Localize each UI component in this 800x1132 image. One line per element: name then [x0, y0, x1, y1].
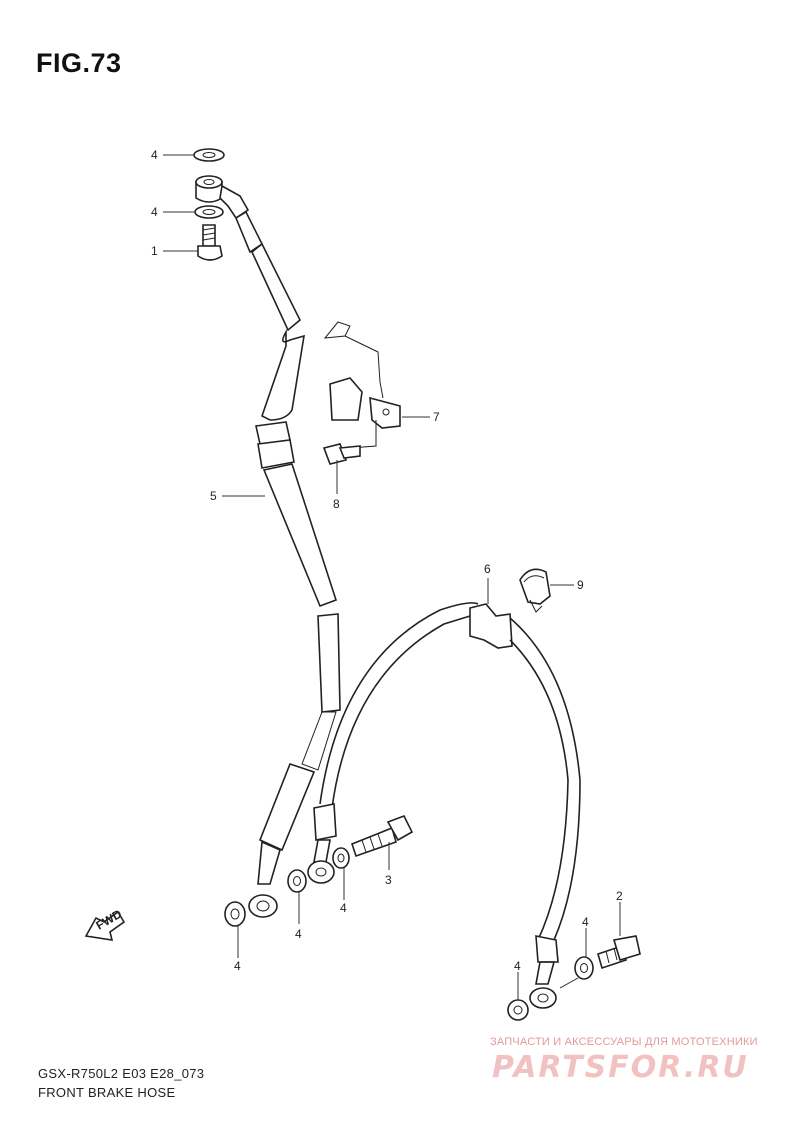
- bolt-8: [322, 443, 361, 465]
- callout-3: 3: [385, 873, 392, 887]
- washer-lower-right: [507, 999, 529, 1021]
- upper-hose: [193, 148, 341, 927]
- fwd-arrow-icon: FWD: [84, 907, 126, 941]
- callout-4: 4: [151, 148, 158, 162]
- callout-4: 4: [582, 915, 589, 929]
- banjo-eye-lower-right: [529, 987, 557, 1009]
- callout-4: 4: [514, 959, 521, 973]
- figure-title: FIG.73: [36, 48, 122, 78]
- hose-bracket: [323, 321, 401, 449]
- banjo-bolt-2: [559, 935, 641, 989]
- callout-4: 4: [340, 901, 347, 915]
- washer-lower-left: [224, 901, 246, 927]
- callout-5: 5: [210, 489, 217, 503]
- model-code: GSX-R750L2 E03 E28_073: [38, 1066, 205, 1081]
- callout-4: 4: [151, 205, 158, 219]
- callout-6: 6: [484, 562, 491, 576]
- callout-8: 8: [333, 497, 340, 511]
- washer-top-2: [194, 205, 224, 219]
- callout-7: 7: [433, 410, 440, 424]
- hose-grommet-lower: [469, 603, 513, 649]
- diagram-name: FRONT BRAKE HOSE: [38, 1085, 176, 1100]
- watermark-logo: PARTSFOR.RU: [492, 1050, 749, 1085]
- callout-4: 4: [234, 959, 241, 973]
- lower-hose: [287, 602, 581, 1021]
- callout-1: 1: [151, 244, 158, 258]
- watermark-tagline: ЗАПЧАСТИ И АКСЕССУАРЫ ДЛЯ МОТОТЕХНИКИ: [490, 1036, 758, 1048]
- banjo-bolt-3: [351, 814, 414, 858]
- callout-9: 9: [577, 578, 584, 592]
- hose-clamp: [519, 568, 551, 613]
- washer-top-1: [193, 148, 225, 162]
- callout-4: 4: [295, 927, 302, 941]
- banjo-eye-lower-left: [248, 894, 278, 918]
- callout-2: 2: [616, 889, 623, 903]
